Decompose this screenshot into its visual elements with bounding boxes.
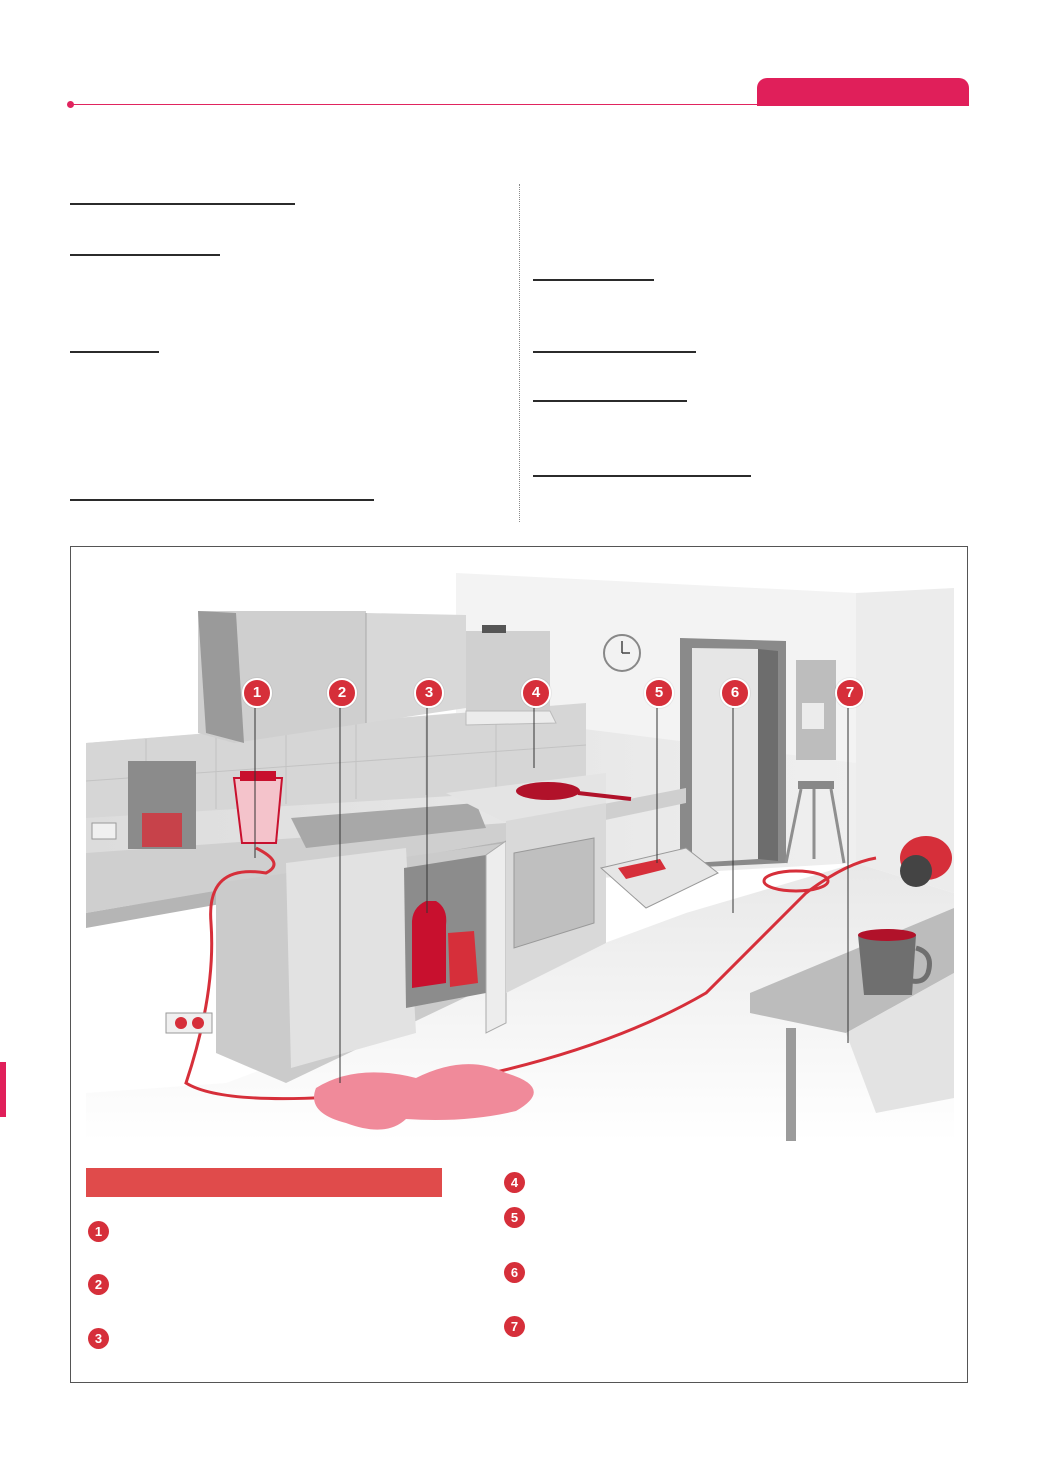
legend-header-bar [86,1168,442,1197]
legend-number-badge: 3 [88,1328,109,1349]
header-rule [70,104,770,105]
hazard-marker: 5 [644,678,674,708]
hazard-marker: 6 [720,678,750,708]
legend-number-badge: 7 [504,1316,525,1337]
illustration-frame [70,546,968,1383]
answer-line [533,279,654,281]
answer-line [533,351,696,353]
answer-line [70,351,159,353]
answer-line [70,254,220,256]
answer-line [70,499,374,501]
kitchen-hazard-illustration [86,573,954,1141]
legend-number-badge: 4 [504,1172,525,1193]
answer-line [70,203,295,205]
column-divider [519,184,520,522]
hazard-marker: 4 [521,678,551,708]
legend-number-badge: 5 [504,1207,525,1228]
hazard-marker: 1 [242,678,272,708]
hazard-marker: 7 [835,678,865,708]
answer-line [533,475,751,477]
legend-number-badge: 2 [88,1274,109,1295]
hazard-marker: 3 [414,678,444,708]
hazard-marker: 2 [327,678,357,708]
legend-number-badge: 6 [504,1262,525,1283]
page-edge-marker [0,1062,6,1117]
header-rule-dot [67,101,74,108]
answer-line [533,400,687,402]
header-tab [757,78,969,106]
legend-number-badge: 1 [88,1221,109,1242]
